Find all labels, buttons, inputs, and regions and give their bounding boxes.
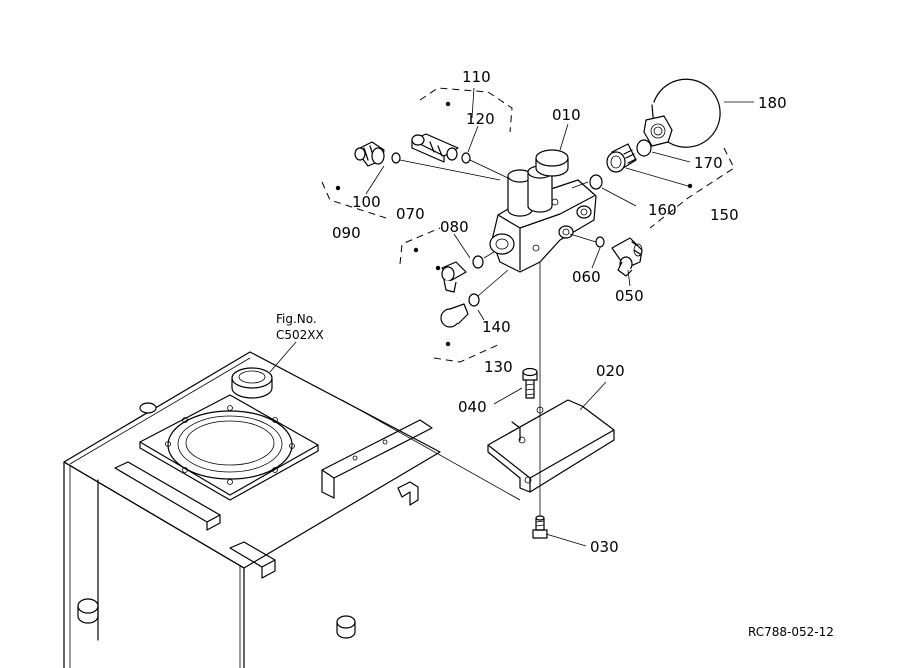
o-ring-080 [472, 255, 484, 269]
bolt-030 [532, 515, 548, 539]
label-170: 170 [694, 154, 723, 172]
group-bracket-150 [649, 147, 735, 229]
group-bracket-090 [321, 181, 387, 219]
label-040: 040 [458, 398, 487, 416]
label-130: 130 [484, 358, 513, 376]
fig-ref-line1: Fig.No. [276, 312, 317, 326]
label-140: 140 [482, 318, 511, 336]
pressure-gauge-180 [643, 78, 721, 148]
label-060: 060 [572, 268, 601, 286]
label-050: 050 [615, 287, 644, 305]
label-090: 090 [332, 224, 361, 242]
fig-ref-line2: C502XX [276, 328, 324, 342]
label-070: 070 [396, 205, 425, 223]
valve-body-010 [489, 149, 597, 273]
o-ring-140 [468, 293, 480, 307]
label-180: 180 [758, 94, 787, 112]
leader-150-axis [625, 167, 689, 187]
label-150: 150 [710, 206, 739, 224]
o-ring-100 [391, 152, 401, 164]
elbow-fitting-090 [354, 141, 385, 167]
o-ring-160 [589, 174, 603, 190]
leader-gauge-axis [571, 181, 589, 189]
label-120: 120 [466, 110, 495, 128]
mounting-bracket-020 [487, 399, 615, 493]
group-bracket-130 [433, 343, 501, 363]
o-ring-060 [595, 236, 605, 248]
drawing-code: RC788-052-12 [748, 625, 834, 639]
label-160: 160 [648, 201, 677, 219]
o-ring-120 [461, 152, 471, 164]
label-030: 030 [590, 538, 619, 556]
straight-fitting-110 [411, 133, 459, 163]
bolt-040 [522, 367, 538, 399]
o-ring-170 [636, 139, 652, 157]
fitting-070 [441, 261, 467, 293]
plug-130 [440, 303, 469, 328]
label-010: 010 [552, 106, 581, 124]
elbow-fitting-050 [611, 237, 643, 277]
label-100: 100 [352, 193, 381, 211]
group-bracket-070 [399, 227, 441, 265]
label-020: 020 [596, 362, 625, 380]
tank-frame [63, 351, 521, 668]
adapter-fitting [606, 143, 637, 173]
group-bracket-110 [419, 87, 513, 133]
label-110: 110 [462, 68, 491, 86]
label-080: 080 [440, 218, 469, 236]
